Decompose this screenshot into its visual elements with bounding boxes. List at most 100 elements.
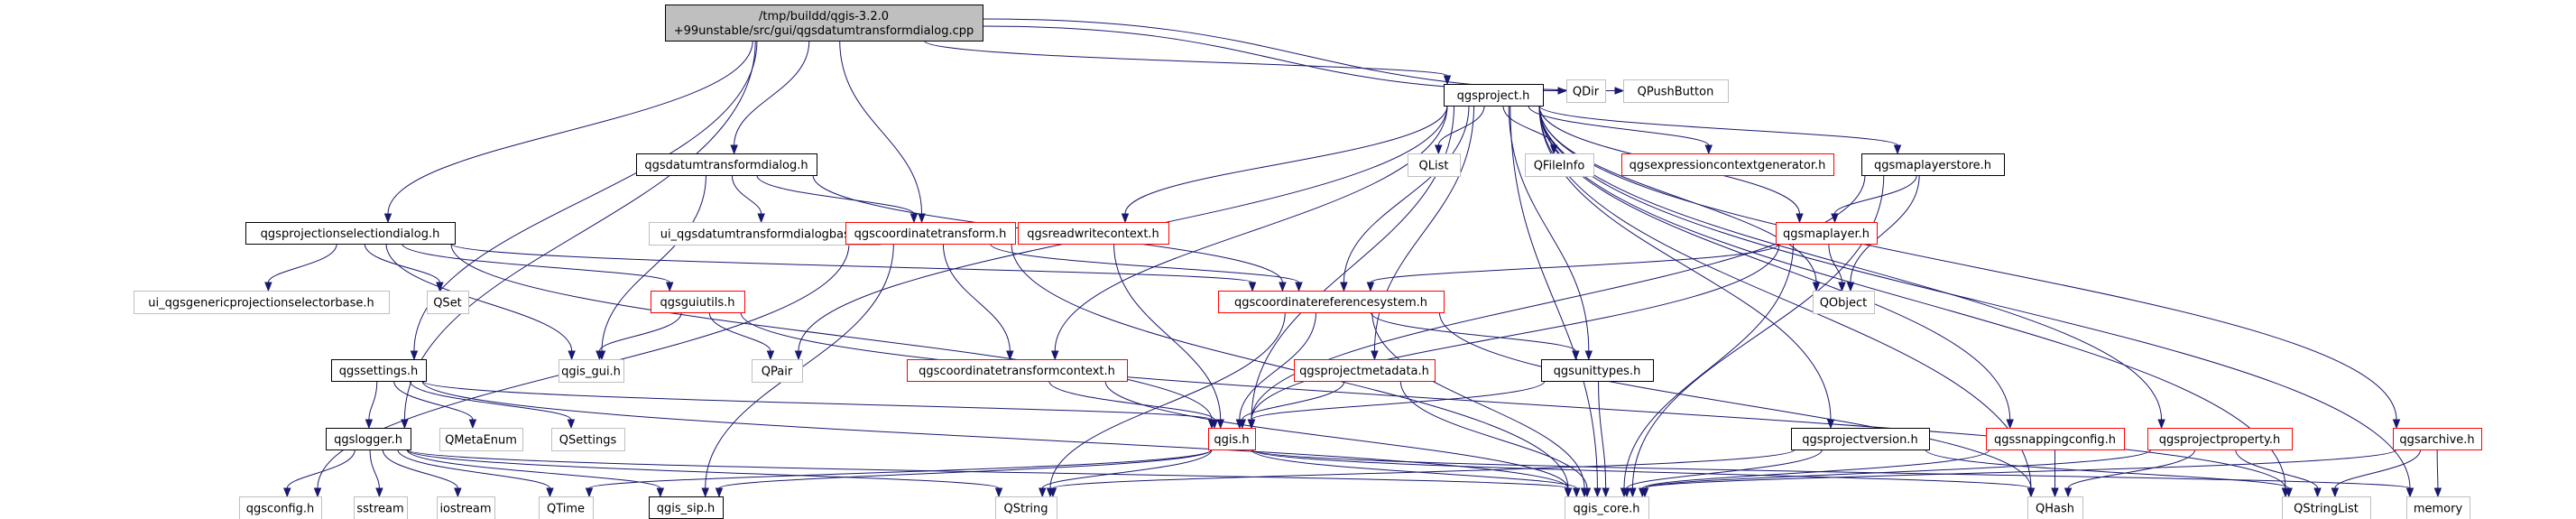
file-node-qpair[interactable]: QPair bbox=[752, 359, 803, 383]
node-label: QPushButton bbox=[1638, 86, 1714, 99]
node-box bbox=[134, 291, 390, 314]
node-label: qgsmaplayer.h bbox=[1783, 227, 1870, 241]
node-label: qgsdatumtransformdialog.h bbox=[644, 159, 808, 172]
edge-qgssnappingconfig-to-qhash bbox=[2051, 449, 2059, 498]
edge-qgsunittypes-to-qgis_core bbox=[1598, 380, 1610, 498]
file-node-qhash[interactable]: QHash bbox=[2027, 496, 2083, 519]
file-nodes: /tmp/buildd/qgis-3.2.0+99unstable/src/gu… bbox=[134, 5, 2482, 519]
edge-qgsctcontext-to-qgis bbox=[1048, 380, 1219, 430]
file-node-qtime[interactable]: QTime bbox=[539, 496, 594, 519]
edge-qgsdatumtransformdialog-to-qgscoordinatetransform bbox=[756, 174, 919, 224]
file-node-memory[interactable]: memory bbox=[2406, 496, 2470, 519]
edge-qgssettings-to-qgis bbox=[421, 380, 1216, 430]
edge-qgsproject-to-qgsmaplayerstore bbox=[1538, 105, 1902, 155]
node-label: QHash bbox=[2036, 503, 2074, 516]
file-node-qgsreadwritecontext[interactable]: qgsreadwritecontext.h bbox=[1018, 222, 1169, 245]
node-label: QPair bbox=[762, 366, 793, 379]
edge-qgsmaplayerstore-to-qgsmaplayer bbox=[1831, 174, 1917, 224]
file-node-qgsexpressioncontextgenerator[interactable]: qgsexpressioncontextgenerator.h bbox=[1621, 153, 1834, 176]
file-node-ui_datumbase[interactable]: ui_qgsdatumtransformdialogbase.h bbox=[649, 222, 881, 246]
node-box bbox=[1541, 359, 1654, 382]
file-node-qgsprojectionselectiondialog[interactable]: qgsprojectionselectiondialog.h bbox=[245, 222, 456, 245]
file-node-qgis_gui[interactable]: qgis_gui.h bbox=[559, 359, 624, 383]
edge-qgis-to-qhash bbox=[1251, 449, 2036, 498]
edge-qgsmaplayer-to-qgis bbox=[1247, 243, 1780, 430]
file-node-qgsmaplayer[interactable]: qgsmaplayer.h bbox=[1776, 222, 1878, 245]
node-box bbox=[649, 496, 724, 519]
file-node-qgsarchive[interactable]: qgsarchive.h bbox=[2393, 428, 2482, 450]
edge-qgsprojectmetadata-to-qgis bbox=[1238, 380, 1345, 430]
file-node-qgsconfig[interactable]: qgsconfig.h bbox=[239, 496, 322, 519]
file-node-qgsguiutils[interactable]: qgsguiutils.h bbox=[651, 291, 745, 313]
node-box bbox=[2406, 496, 2470, 519]
node-box bbox=[845, 222, 1016, 245]
file-node-qgsdatumtransformdialog[interactable]: qgsdatumtransformdialog.h bbox=[636, 153, 817, 176]
node-label: qgsexpressioncontextgenerator.h bbox=[1630, 159, 1826, 172]
file-node-qgsprojectproperty[interactable]: qgsprojectproperty.h bbox=[2147, 428, 2293, 450]
file-node-qstring[interactable]: QString bbox=[995, 496, 1057, 519]
node-box bbox=[439, 428, 523, 451]
edge-qgscrs-to-qgsunittypes bbox=[1370, 311, 1580, 361]
file-node-qgslogger[interactable]: qgslogger.h bbox=[326, 428, 411, 450]
edge-qgssettings-to-qmetaenum bbox=[393, 380, 477, 430]
node-label: QSet bbox=[433, 297, 462, 310]
node-label: qgsconfig.h bbox=[246, 503, 314, 516]
file-node-iostream[interactable]: iostream bbox=[437, 496, 495, 519]
file-node-qgsctcontext[interactable]: qgscoordinatetransformcontext.h bbox=[907, 359, 1128, 382]
node-box bbox=[2393, 428, 2482, 450]
edge-qgis-to-qstring bbox=[1039, 449, 1213, 498]
node-box bbox=[1861, 153, 2005, 176]
edge-qgssettings-to-qgslogger bbox=[365, 380, 378, 430]
node-label: qgsprojectionselectiondialog.h bbox=[261, 227, 440, 241]
node-label: qgsprojectmetadata.h bbox=[1299, 365, 1429, 378]
node-label: qgis_core.h bbox=[1574, 503, 1640, 516]
file-node-qpushbutton[interactable]: QPushButton bbox=[1623, 79, 1729, 103]
file-node-qgssettings[interactable]: qgssettings.h bbox=[331, 359, 427, 382]
file-node-qgis[interactable]: qgis.h bbox=[1208, 428, 1256, 450]
file-node-qgsmaplayerstore[interactable]: qgsmaplayerstore.h bbox=[1861, 153, 2005, 176]
file-node-qset[interactable]: QSet bbox=[427, 291, 469, 314]
file-node-qdir[interactable]: QDir bbox=[1566, 79, 1606, 103]
file-node-qsettings[interactable]: QSettings bbox=[551, 428, 625, 451]
file-node-qlist[interactable]: QList bbox=[1408, 153, 1461, 177]
file-node-ui_genericbase[interactable]: ui_qgsgenericprojectionselectorbase.h bbox=[134, 291, 390, 314]
edge-qgsmaplayer-to-qobject bbox=[1828, 243, 1846, 292]
node-label: qgsarchive.h bbox=[2399, 433, 2474, 447]
node-label: sstream bbox=[356, 503, 403, 516]
file-node-qgis_sip[interactable]: qgis_sip.h bbox=[649, 496, 724, 519]
file-node-qgsprojectversion[interactable]: qgsprojectversion.h bbox=[1791, 428, 1930, 450]
edge-qgsprojectmetadata-to-qgis_core bbox=[1399, 380, 1592, 498]
edge-qgslogger-to-iostream bbox=[382, 449, 462, 498]
file-node-qgscrs[interactable]: qgscoordinatereferencesystem.h bbox=[1218, 291, 1445, 313]
node-box bbox=[995, 496, 1057, 519]
edge-qgsarchive-to-qgis_core bbox=[1640, 449, 2397, 498]
node-box bbox=[2147, 428, 2293, 450]
edge-qgscoordinatetransform-to-qgscrs bbox=[990, 243, 1303, 292]
node-label: qgis_gui.h bbox=[561, 366, 621, 379]
edge-qgsprojectionselectiondialog-to-ui_genericbase bbox=[264, 243, 337, 292]
edge-qgsdatumtransformdialog-to-ui_datumbase bbox=[731, 174, 765, 224]
edge-qgsproject-to-qgsexpressioncontextgenerator bbox=[1528, 105, 1713, 155]
file-node-sstream[interactable]: sstream bbox=[354, 496, 408, 519]
file-node-qgsproject[interactable]: qgsproject.h bbox=[1444, 84, 1544, 107]
file-node-qgsprojectmetadata[interactable]: qgsprojectmetadata.h bbox=[1294, 359, 1436, 382]
node-box bbox=[907, 359, 1128, 382]
node-label: +99unstable/src/gui/qgsdatumtransformdia… bbox=[674, 24, 974, 38]
file-node-qgscoordinatetransform[interactable]: qgscoordinatetransform.h bbox=[845, 222, 1016, 245]
edge-qgsproject-to-qgsunittypes bbox=[1508, 105, 1593, 361]
node-box bbox=[1294, 359, 1436, 382]
node-label: iostream bbox=[439, 503, 491, 516]
file-node-root[interactable]: /tmp/buildd/qgis-3.2.0+99unstable/src/gu… bbox=[665, 5, 983, 42]
file-node-qstringlist[interactable]: QStringList bbox=[2282, 496, 2371, 519]
file-node-qfileinfo[interactable]: QFileInfo bbox=[1525, 153, 1594, 177]
node-box bbox=[1813, 291, 1875, 314]
file-node-qgis_core[interactable]: qgis_core.h bbox=[1565, 496, 1649, 519]
edge-qgis-to-qgis_sip bbox=[715, 449, 1213, 498]
node-label: memory bbox=[2414, 503, 2463, 516]
file-node-qmetaenum[interactable]: QMetaEnum bbox=[439, 428, 523, 451]
file-node-qobject[interactable]: QObject bbox=[1813, 291, 1875, 314]
node-label: QTime bbox=[547, 503, 585, 516]
file-node-qgsunittypes[interactable]: qgsunittypes.h bbox=[1541, 359, 1654, 382]
node-label: QDir bbox=[1573, 86, 1600, 99]
file-node-qgssnappingconfig[interactable]: qgssnappingconfig.h bbox=[1986, 428, 2125, 450]
